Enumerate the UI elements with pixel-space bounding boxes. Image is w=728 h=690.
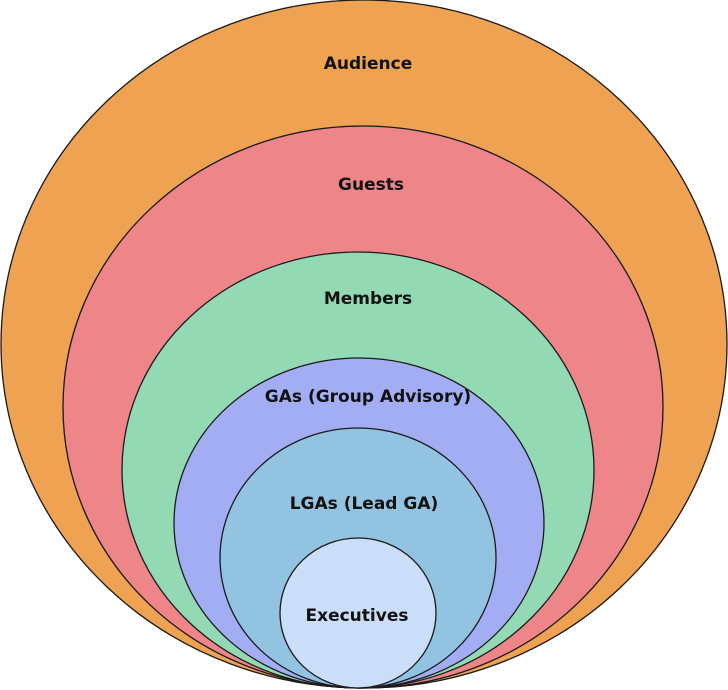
label-audience: Audience [324, 54, 413, 74]
ring-executives [279, 537, 437, 689]
label-lgas: LGAs (Lead GA) [290, 494, 439, 514]
label-gas: GAs (Group Advisory) [265, 387, 471, 407]
label-guests: Guests [338, 175, 404, 195]
label-executives: Executives [306, 606, 409, 626]
label-members: Members [324, 289, 412, 309]
